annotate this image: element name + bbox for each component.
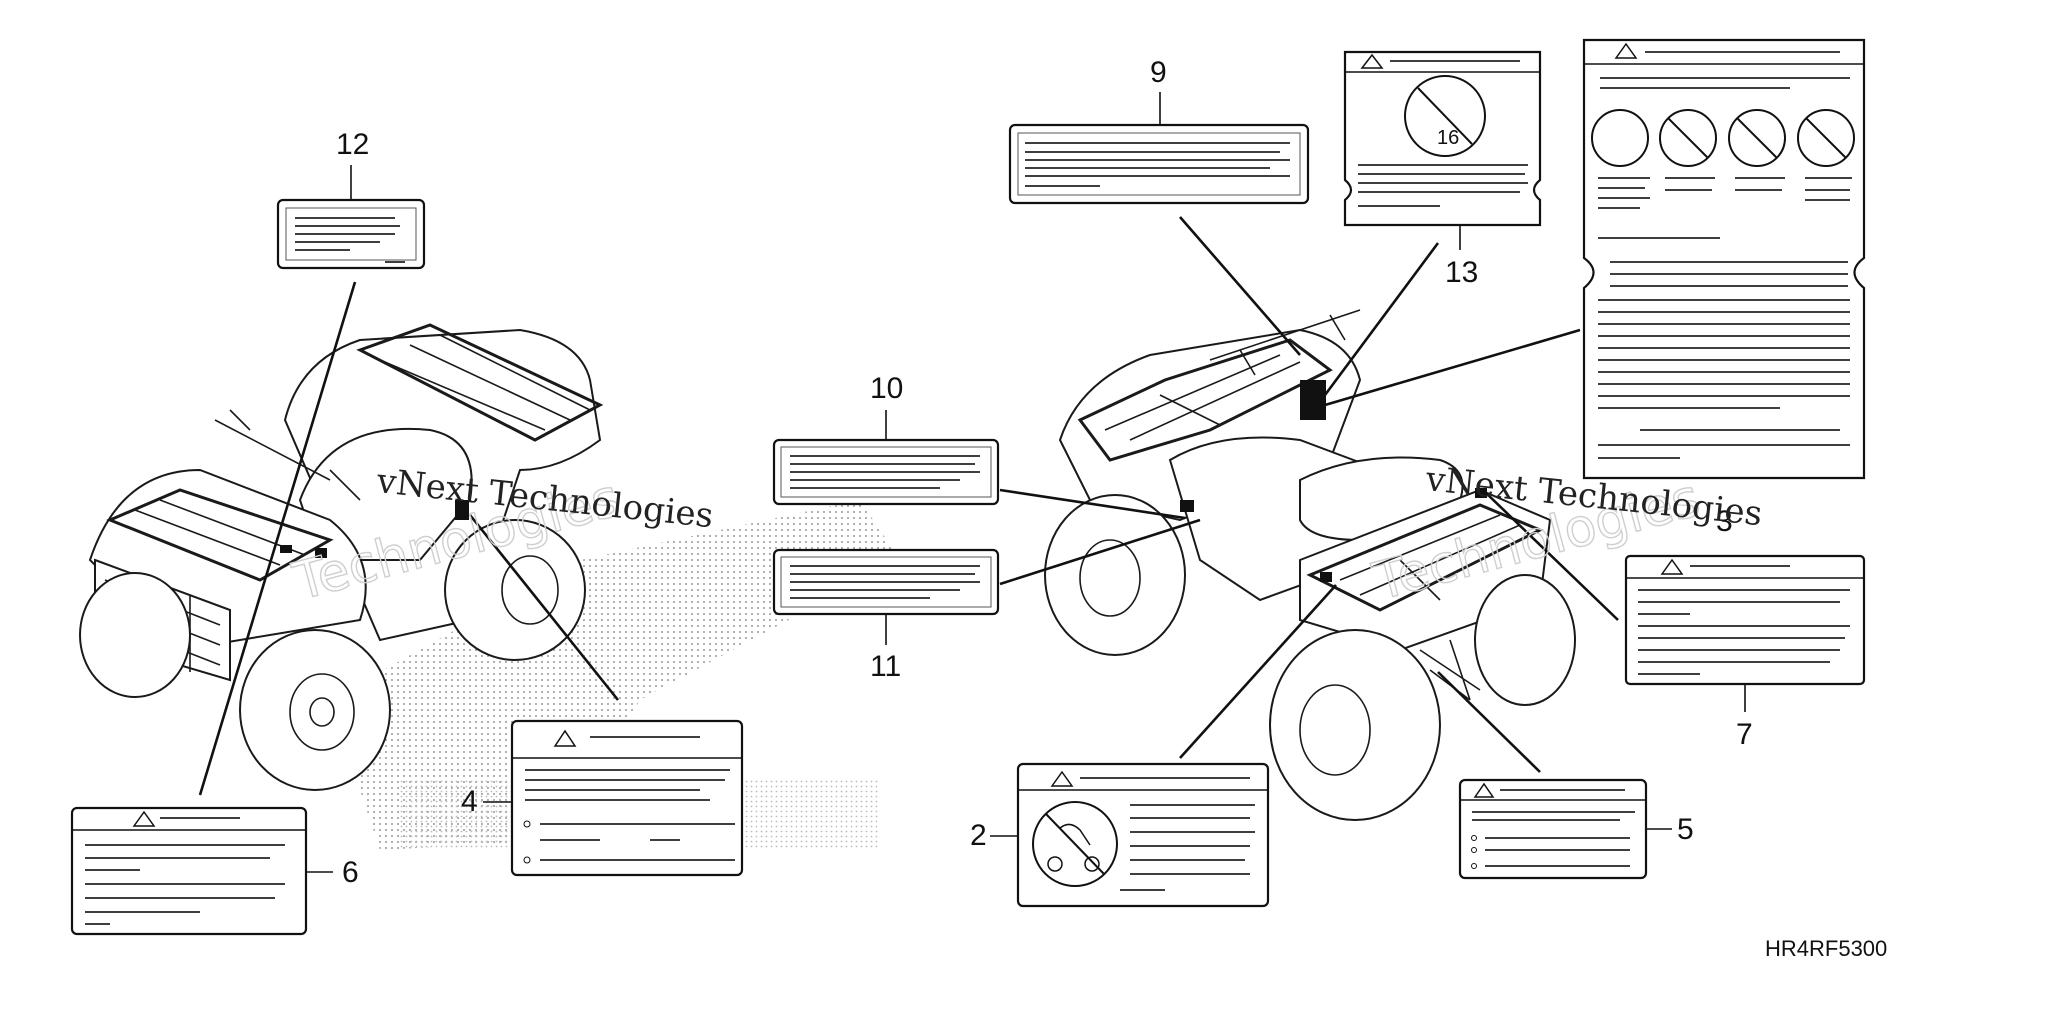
atv-rear-right-view [1044,309,1576,821]
callout-2: 2 [970,819,987,852]
age-limit-text: 16 [1437,127,1459,149]
label-10 [772,438,1000,506]
callout-6: 6 [342,856,359,889]
warning-pictogram-row [1591,109,1855,167]
no-passenger-icon [1032,801,1118,887]
label-4 [510,719,744,877]
callout-12: 12 [336,128,369,161]
label-12 [276,198,426,270]
label-2 [1016,762,1270,908]
label-6 [70,806,308,936]
label-7 [1624,554,1866,686]
label-5 [1458,778,1648,880]
callout-9: 9 [1150,56,1167,89]
label-3 [1582,38,1866,480]
label-13: 16 [1343,50,1542,227]
no-under-16-icon: 16 [1404,75,1486,157]
callout-4: 4 [461,785,478,818]
label-11 [772,548,1000,616]
callout-11: 11 [870,650,901,683]
callout-5: 5 [1677,813,1694,846]
callout-3: 3 [1716,505,1733,538]
label-9 [1008,123,1310,205]
callout-10: 10 [870,372,903,405]
drawing-code: HR4RF5300 [1765,936,1887,961]
callout-7: 7 [1736,718,1753,751]
atv-front-left-view [79,323,604,791]
callout-13: 13 [1445,256,1478,289]
